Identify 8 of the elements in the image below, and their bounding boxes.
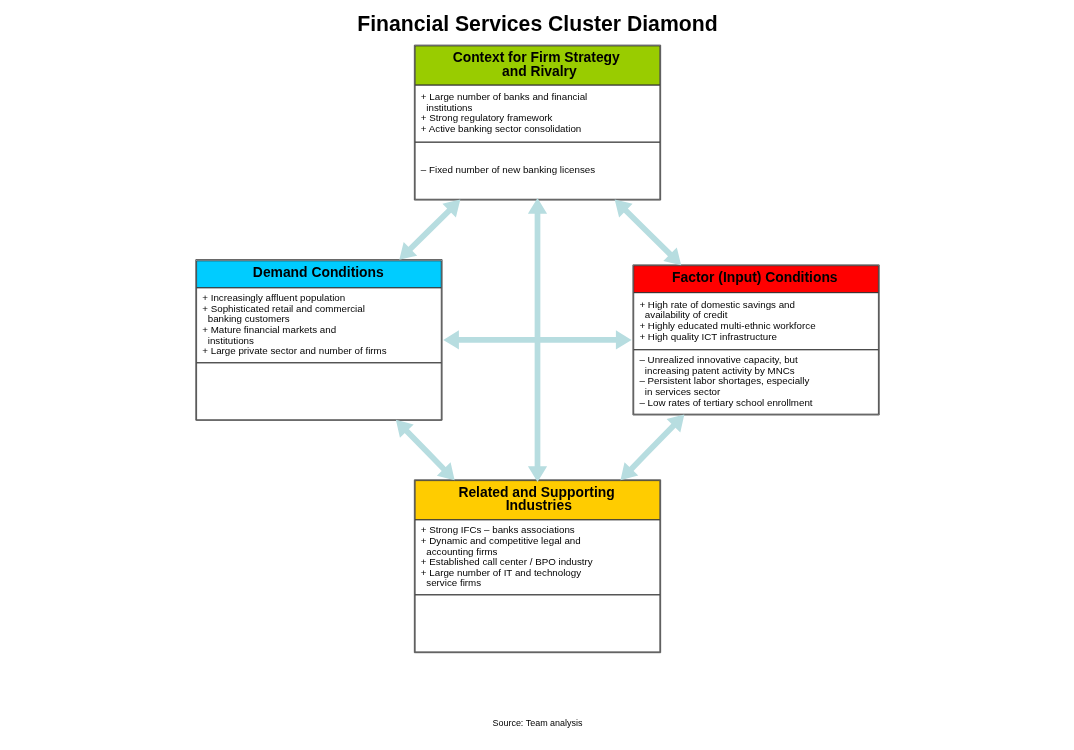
label: Source: Team analysis <box>491 717 583 728</box>
diagram-title: Financial Services Cluster Diamond <box>356 12 718 36</box>
arrow <box>442 330 632 350</box>
arrow <box>398 199 460 260</box>
arrow <box>395 419 455 481</box>
arrow <box>527 197 547 482</box>
arrow <box>614 199 681 266</box>
arrow <box>619 414 684 481</box>
